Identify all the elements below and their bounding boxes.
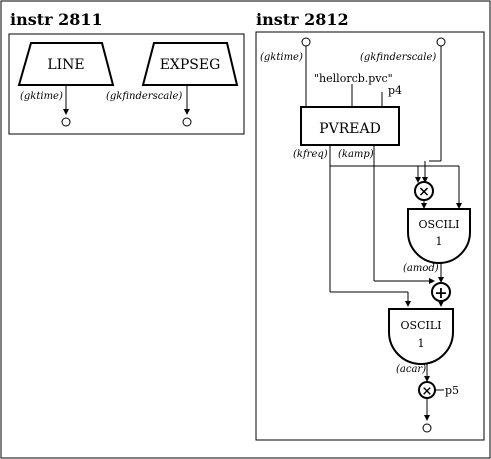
- oscili2-unit: OSCILI 1: [388, 308, 454, 365]
- final-output-port: [422, 423, 432, 433]
- oscili2-label: OSCILI: [401, 319, 442, 332]
- pvread-p4-label: p4: [388, 84, 402, 97]
- gkfinderscale-input-label: (gkfinderscale): [360, 52, 436, 63]
- line-unit: LINE: [17, 42, 115, 86]
- oscili1-table: 1: [436, 235, 443, 248]
- pvread-unit: PVREAD: [300, 106, 400, 146]
- expseg-unit-label: EXPSEG: [160, 57, 221, 73]
- acar-output-label: (acar): [396, 364, 426, 375]
- kamp-output-label: (kamp): [338, 149, 374, 160]
- oscili1-unit: OSCILI 1: [407, 208, 471, 264]
- multiply-node: ×: [414, 181, 434, 201]
- expseg-unit: EXPSEG: [141, 42, 239, 86]
- pvread-label: PVREAD: [319, 121, 381, 137]
- right-panel-title: instr 2812: [256, 10, 349, 29]
- add-node: +: [431, 282, 451, 302]
- oscili1-shape: [407, 208, 471, 264]
- line-unit-label: LINE: [47, 57, 84, 73]
- expseg-output-port: [182, 117, 192, 127]
- left-panel-frame: [8, 33, 245, 135]
- p5-label: p5: [445, 384, 459, 397]
- oscili1-label: OSCILI: [419, 218, 460, 231]
- add-icon: +: [434, 283, 447, 302]
- expseg-unit-shape: [141, 42, 239, 86]
- pvread-file-label: "hellorcb.pvc": [314, 72, 393, 85]
- left-panel-title: instr 2811: [10, 10, 103, 29]
- line-output-port: [61, 117, 71, 127]
- amod-output-label: (amod): [403, 263, 439, 274]
- oscili2-shape: [388, 308, 454, 365]
- expseg-output-label: (gkfinderscale): [106, 91, 182, 102]
- gktime-input-label: (gktime): [260, 52, 303, 63]
- amplitude-multiply-node: ×: [418, 381, 436, 399]
- gkfinderscale-input-port: [436, 37, 446, 47]
- right-panel-frame: [255, 31, 485, 441]
- gktime-input-port: [301, 37, 311, 47]
- multiply-icon: ×: [418, 184, 430, 200]
- kfreq-output-label: (kfreq): [293, 149, 328, 160]
- line-unit-shape: [17, 42, 115, 86]
- pvread-box: [300, 106, 400, 146]
- amplitude-multiply-icon: ×: [422, 384, 433, 399]
- line-output-label: (gktime): [20, 91, 63, 102]
- oscili2-table: 1: [418, 337, 425, 350]
